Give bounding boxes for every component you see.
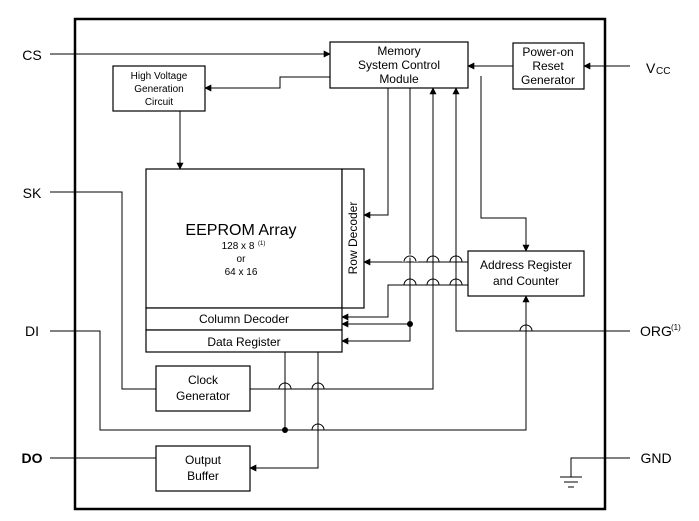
pin-do-label: DO bbox=[22, 450, 43, 466]
svg-text:Power-on: Power-on bbox=[522, 45, 573, 59]
svg-text:64 x 16: 64 x 16 bbox=[225, 267, 258, 278]
wire-sk bbox=[50, 191, 156, 390]
ground-icon bbox=[560, 476, 582, 488]
wire-crossovers bbox=[278, 254, 533, 431]
svg-text:(1): (1) bbox=[258, 241, 265, 247]
svg-text:Row Decoder: Row Decoder bbox=[346, 202, 360, 275]
power-on-reset-generator: Power-on Reset Generator bbox=[512, 42, 585, 90]
wire-org-to-control bbox=[452, 87, 630, 332]
svg-text:Generator: Generator bbox=[521, 73, 575, 87]
pin-vcc-label: V CC bbox=[646, 60, 670, 77]
svg-text:or: or bbox=[237, 254, 247, 265]
svg-text:128 x 8: 128 x 8 bbox=[222, 241, 255, 252]
wire-di bbox=[50, 295, 530, 431]
svg-text:Memory: Memory bbox=[377, 44, 420, 58]
svg-text:V: V bbox=[646, 60, 656, 76]
svg-text:(1): (1) bbox=[671, 323, 681, 332]
wire-clock-to-control bbox=[250, 87, 437, 390]
column-decoder: Column Decoder bbox=[145, 307, 343, 331]
junction-dot bbox=[282, 427, 288, 433]
row-decoder: Row Decoder bbox=[341, 168, 365, 309]
svg-text:Buffer: Buffer bbox=[187, 469, 219, 483]
svg-text:Circuit: Circuit bbox=[145, 97, 174, 108]
wire-control-to-address-register bbox=[480, 76, 530, 252]
wire-control-to-row-decoder bbox=[363, 88, 389, 219]
pin-gnd-label: GND bbox=[640, 450, 671, 466]
svg-text:Output: Output bbox=[185, 453, 222, 467]
svg-text:Data Register: Data Register bbox=[207, 335, 280, 349]
svg-text:Reset: Reset bbox=[532, 59, 564, 73]
data-register: Data Register bbox=[145, 329, 343, 353]
pin-sk-label: SK bbox=[23, 185, 42, 201]
clock-generator: Clock Generator bbox=[155, 365, 251, 412]
high-voltage-generation-circuit: High Voltage Generation Circuit bbox=[112, 65, 206, 112]
wire-address-to-column-decoder bbox=[341, 284, 468, 321]
address-register-and-counter: Address Register and Counter bbox=[467, 250, 585, 297]
svg-text:Generator: Generator bbox=[176, 389, 230, 403]
junction-dot bbox=[407, 321, 413, 327]
wire-gnd bbox=[570, 457, 630, 477]
svg-text:EEPROM Array: EEPROM Array bbox=[185, 222, 296, 239]
memory-system-control-module: Memory System Control Module bbox=[329, 41, 469, 89]
wire-control-to-hv bbox=[204, 76, 330, 92]
svg-text:CC: CC bbox=[656, 66, 670, 77]
pin-di-label: DI bbox=[25, 323, 39, 339]
device-outline bbox=[73, 17, 607, 511]
svg-text:ORG: ORG bbox=[640, 323, 672, 339]
pin-org-label: ORG (1) bbox=[640, 323, 681, 339]
svg-text:Generation: Generation bbox=[134, 84, 183, 95]
svg-text:Module: Module bbox=[379, 72, 419, 86]
svg-text:Clock: Clock bbox=[188, 373, 219, 387]
wire-control-to-data-register bbox=[341, 324, 411, 345]
output-buffer: Output Buffer bbox=[155, 445, 251, 492]
svg-text:System Control: System Control bbox=[358, 58, 440, 72]
svg-text:Address Register: Address Register bbox=[480, 258, 572, 272]
wire-data-to-output-buffer bbox=[249, 352, 319, 472]
pin-cs-label: CS bbox=[22, 47, 41, 63]
svg-text:High Voltage: High Voltage bbox=[131, 71, 188, 82]
svg-text:Column Decoder: Column Decoder bbox=[199, 312, 289, 326]
eeprom-array: EEPROM Array 128 x 8 (1) or 64 x 16 bbox=[145, 168, 343, 309]
svg-text:and Counter: and Counter bbox=[493, 274, 559, 288]
